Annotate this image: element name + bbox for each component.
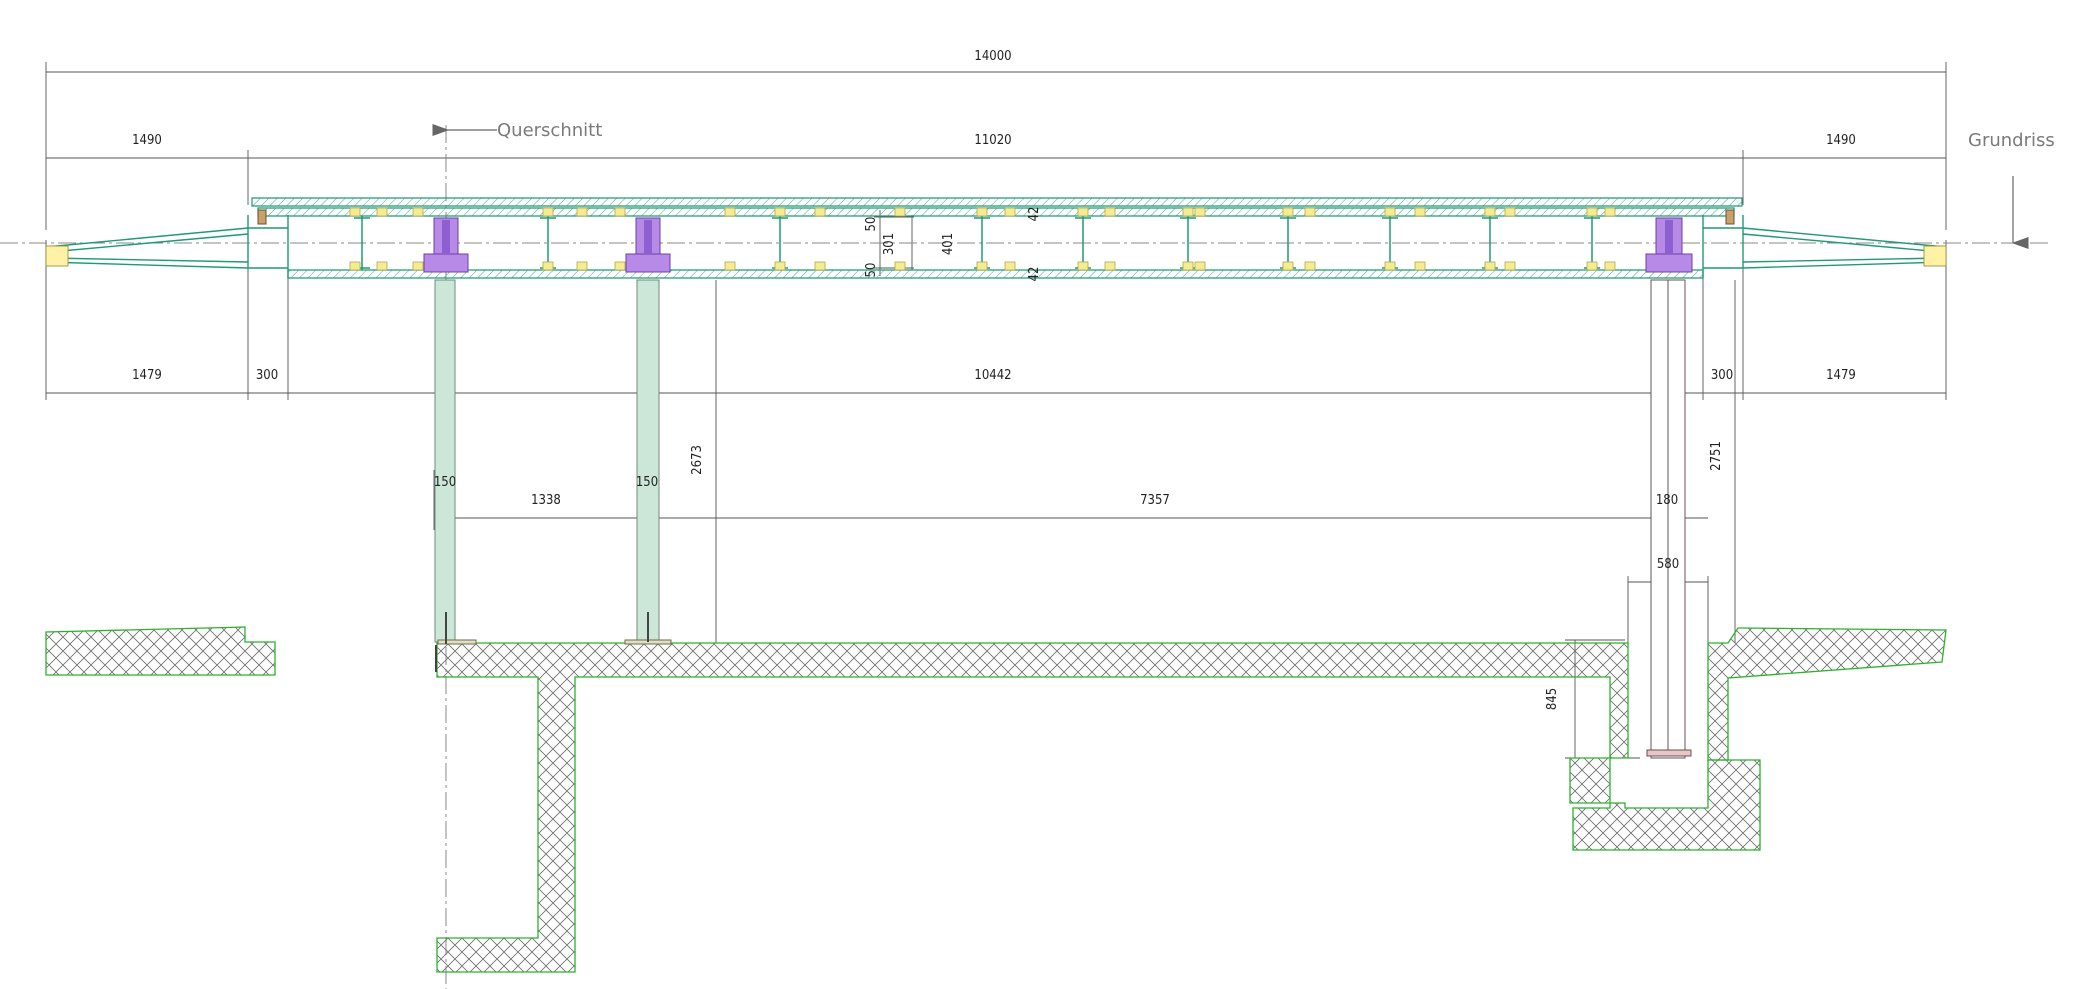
bearing-pad	[1004, 207, 1016, 217]
support-brackets	[423, 217, 1693, 273]
dimension-texts: 14000 1490 11020 1490 1479 300 10442 300…	[132, 49, 1856, 710]
bearing-pad	[1384, 261, 1396, 271]
main-foundation	[436, 642, 1761, 973]
dim-section-height: 401	[941, 233, 956, 255]
dim-plate-top: 42	[1027, 207, 1042, 222]
bearing-pad	[1194, 261, 1206, 271]
bearing-pad	[1484, 207, 1496, 217]
bearing-pad	[576, 261, 588, 271]
dim-inner-length: 10442	[974, 368, 1011, 383]
dim-clear-height-left: 2673	[690, 445, 705, 475]
bearing-pad	[1104, 207, 1116, 217]
bearing-pad	[614, 261, 626, 271]
bracket-right	[1645, 217, 1693, 273]
dim-flange-bottom: 50	[864, 263, 879, 278]
center-axes	[0, 125, 2050, 989]
bearing-pad	[1484, 261, 1496, 271]
bearing-pad	[1282, 261, 1294, 271]
bearing-pad	[1586, 261, 1598, 271]
bearing-pad	[376, 261, 388, 271]
bearing-pad	[1604, 261, 1616, 271]
bearing-pad	[724, 207, 736, 217]
bearing-pad	[1004, 261, 1016, 271]
bearing-pad	[894, 207, 906, 217]
bearing-pad	[1504, 207, 1516, 217]
bearing-pad	[1182, 261, 1194, 271]
bearing-pad	[614, 207, 626, 217]
bearing-pad	[349, 207, 361, 217]
dim-post-mid-width: 150	[636, 475, 658, 490]
dim-right-cantilever: 1490	[1826, 133, 1856, 148]
bearing-pad	[1414, 261, 1426, 271]
bearing-pad	[1104, 261, 1116, 271]
dim-post-right-width: 180	[1656, 493, 1678, 508]
bearing-pad	[1384, 207, 1396, 217]
drawing-labels: Querschnitt Grundriss	[497, 120, 2055, 151]
dim-post-spacing-1: 1338	[531, 493, 561, 508]
bearing-pad	[976, 207, 988, 217]
left-ground-slab	[45, 626, 276, 676]
bearing-pad	[1282, 207, 1294, 217]
dim-overall-length: 14000	[974, 49, 1011, 64]
section-markers	[432, 124, 2029, 249]
bearing-pad	[774, 207, 786, 217]
dim-main-span: 11020	[974, 133, 1011, 148]
bearing-pad	[1182, 207, 1194, 217]
dim-left-cantilever: 1490	[132, 133, 162, 148]
dim-plate-bottom: 42	[1027, 267, 1042, 282]
post-left	[434, 279, 456, 643]
bearing-pad	[976, 261, 988, 271]
bearing-pad	[1504, 261, 1516, 271]
bracket-middle	[625, 217, 671, 273]
bearing-pad	[412, 261, 424, 271]
post-middle	[636, 279, 660, 643]
dim-left-lower: 1479	[132, 368, 162, 383]
bracket-left	[423, 217, 469, 273]
bearing-pad	[774, 261, 786, 271]
concrete-foundation	[45, 626, 1947, 973]
dim-clear-height-right: 2751	[1709, 441, 1724, 471]
dim-pit-width: 580	[1657, 557, 1679, 572]
dim-pit-depth: 845	[1545, 688, 1560, 710]
bearing-pad	[576, 207, 588, 217]
bearing-pad	[814, 261, 826, 271]
beam-ribs	[349, 207, 1616, 271]
grundriss-label: Grundriss	[1968, 130, 2055, 151]
dim-left-gap: 300	[256, 368, 278, 383]
support-posts	[434, 279, 1692, 759]
dim-right-gap: 300	[1711, 368, 1733, 383]
bearing-pad	[542, 207, 554, 217]
dim-right-lower: 1479	[1826, 368, 1856, 383]
right-ground-slab	[1707, 627, 1947, 761]
bearing-pad	[1414, 207, 1426, 217]
bearing-pad	[724, 261, 736, 271]
bearing-pad	[412, 207, 424, 217]
bearing-pad	[814, 207, 826, 217]
bearing-pad	[1304, 207, 1316, 217]
bearing-pad	[1194, 207, 1206, 217]
bearing-pad	[894, 261, 906, 271]
dim-web-height: 301	[882, 233, 897, 255]
bearing-pad	[349, 261, 361, 271]
bearing-pad	[1304, 261, 1316, 271]
dim-flange-top: 50	[864, 217, 879, 232]
bearing-pad	[542, 261, 554, 271]
main-beam	[45, 197, 1947, 279]
dim-post-spacing-2: 7357	[1140, 493, 1170, 508]
bearing-pad	[376, 207, 388, 217]
dim-post-left-width: 150	[434, 475, 456, 490]
bearing-pad	[1077, 261, 1089, 271]
querschnitt-label: Querschnitt	[497, 120, 602, 141]
bearing-pad	[1604, 207, 1616, 217]
bearing-pad	[1586, 207, 1598, 217]
bearing-pad	[1077, 207, 1089, 217]
